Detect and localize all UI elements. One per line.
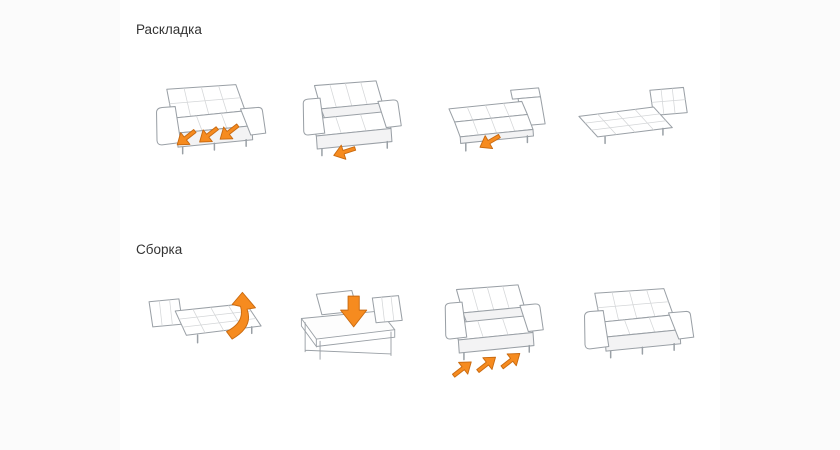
unfold-step-1 bbox=[136, 77, 276, 180]
unfold-step-4 bbox=[564, 77, 704, 180]
instruction-panel: Раскладка bbox=[120, 0, 720, 450]
section-title-fold: Сборка bbox=[136, 242, 183, 257]
half-unfolded-sofa-icon bbox=[448, 87, 546, 152]
sofa-icon bbox=[583, 287, 695, 359]
sofa-open-icon bbox=[302, 80, 402, 157]
unfold-step-2 bbox=[279, 77, 419, 180]
fold-down-arrow-icon bbox=[339, 295, 367, 328]
bed-unfolded-illustration bbox=[578, 86, 688, 145]
sofa-push-in-illustration bbox=[444, 284, 545, 383]
sofa-assembled-illustration bbox=[583, 287, 695, 359]
unfold-steps-row bbox=[136, 77, 704, 180]
sofa-backrest-folded-illustration bbox=[448, 87, 546, 155]
fold-steps-row bbox=[136, 281, 704, 384]
fold-step-2 bbox=[279, 281, 419, 384]
push-arrow-icon bbox=[497, 347, 526, 374]
sofa-open-icon bbox=[444, 284, 545, 361]
sofa-closed-pull-arrows-illustration bbox=[155, 83, 267, 155]
bed-fold-up-illustration bbox=[148, 291, 262, 344]
push-arrow-icon bbox=[473, 350, 501, 378]
frame-fold-down-illustration bbox=[300, 289, 403, 360]
unfolded-bed-icon bbox=[578, 86, 688, 145]
unfold-step-3 bbox=[421, 77, 561, 180]
fold-up-arrow-icon bbox=[226, 291, 256, 340]
sofa-seat-pulled-illustration bbox=[302, 80, 402, 163]
push-arrow-icon bbox=[448, 355, 477, 383]
fold-step-4 bbox=[564, 281, 704, 384]
section-title-unfold: Раскладка bbox=[136, 22, 202, 37]
folding-frame-icon bbox=[300, 289, 403, 360]
sofa-icon bbox=[155, 83, 267, 155]
fold-step-3 bbox=[421, 281, 561, 384]
fold-step-1 bbox=[136, 281, 276, 384]
